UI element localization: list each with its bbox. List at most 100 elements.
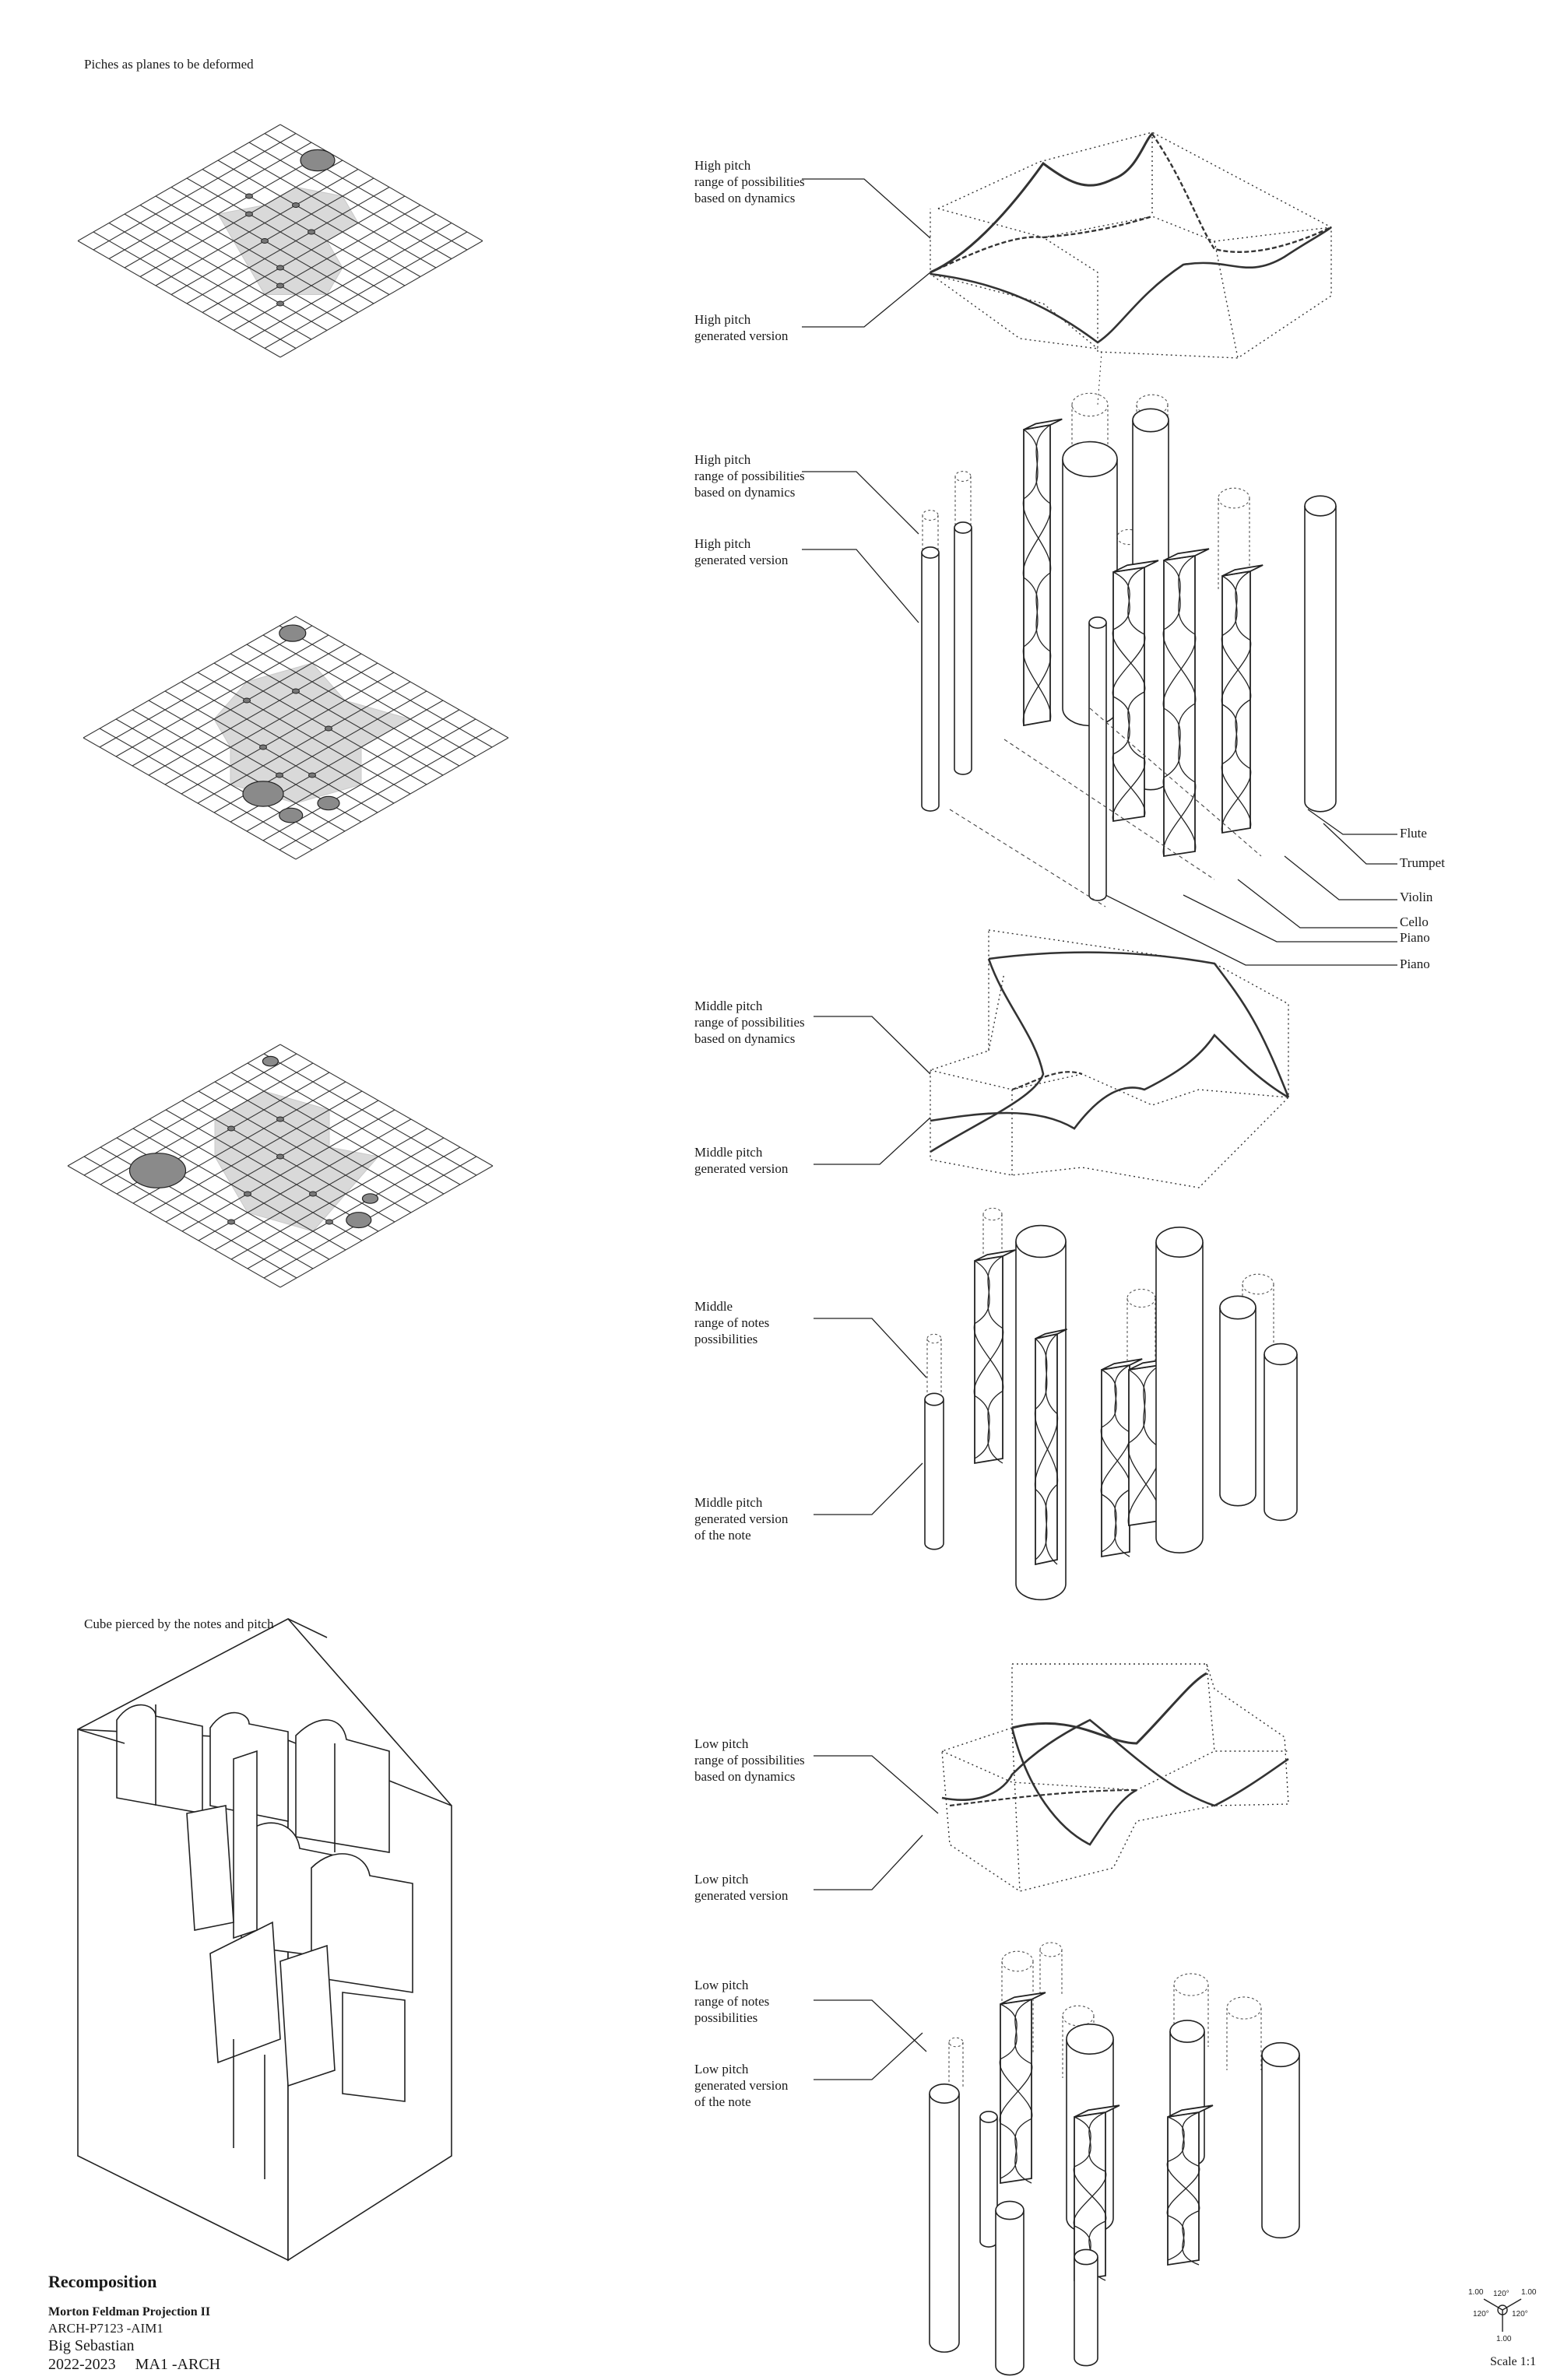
instrument-cello: Cello (1400, 914, 1429, 929)
low-pitch-surface (941, 1663, 1289, 1892)
note-dot (308, 772, 316, 778)
prism-twist (1162, 555, 1197, 852)
grid-line (202, 169, 406, 286)
projection-line (1089, 707, 1262, 857)
grid-line (165, 1109, 379, 1232)
cylinder-body (954, 528, 972, 775)
label-high-generated-2: High pitch generated version (694, 536, 789, 567)
cylinder-top (1155, 1227, 1204, 1258)
cylinder-top (1088, 616, 1107, 629)
grid-line (233, 151, 437, 269)
prism-twist (1022, 429, 1052, 726)
grid-line (164, 690, 378, 813)
twisted-prism-column (1162, 548, 1210, 858)
prism-top (1167, 2104, 1214, 2118)
outline-top (1062, 2005, 1095, 2027)
outline-top (1001, 1950, 1034, 1972)
twisted-prism-column (1022, 418, 1063, 727)
outline-sides (926, 1339, 942, 1393)
cylinder-top (1219, 1295, 1256, 1320)
possibility-outline (926, 1333, 942, 1393)
note-dot (227, 1219, 235, 1225)
note-circle (128, 1153, 187, 1188)
outline-top (1218, 487, 1250, 509)
prism-twist (1127, 1364, 1162, 1522)
prism-twist (973, 1255, 1004, 1459)
isometric-grids (67, 124, 509, 1288)
grid-line (230, 653, 444, 776)
label-low-notes-range: Low pitch range of notes possibilities (694, 1978, 770, 2025)
isometric-grid-0 (77, 124, 483, 358)
leader-lines (802, 178, 1397, 2080)
cylinder-top (1066, 2024, 1114, 2055)
outline-top (948, 2037, 964, 2048)
note-dot (227, 1125, 235, 1132)
cylinder-column (1304, 495, 1337, 813)
grid-line (247, 1062, 461, 1185)
cylinder-body (924, 1399, 944, 1550)
grid-line (67, 1044, 281, 1167)
cylinder-column (1261, 2041, 1300, 2239)
cylinder-column (979, 2111, 998, 2248)
cylinder-column (924, 1392, 944, 1550)
cylinder-body (929, 2094, 960, 2353)
note-dot (276, 772, 283, 778)
cylinder-top (1169, 2020, 1205, 2043)
grid-line (186, 187, 390, 304)
cylinder-column (1264, 1343, 1298, 1522)
grid-line (108, 142, 312, 259)
label-middle-generated: Middle pitch generated version (694, 1145, 789, 1176)
cylinder-top (1074, 2248, 1098, 2266)
note-dot (276, 283, 284, 289)
grid-line (279, 728, 493, 851)
note-dot (276, 1116, 284, 1122)
author-name: Big Sebastian (48, 2337, 135, 2354)
prism-top (1163, 548, 1210, 561)
outline-top (982, 1207, 1003, 1221)
label-middle-range: Middle pitch range of possibilities base… (694, 999, 805, 1046)
project-title: Recomposition (48, 2272, 157, 2291)
note-dot (261, 238, 269, 244)
prism-twist (1034, 1333, 1059, 1560)
grid-line (83, 616, 297, 739)
prism-top (1000, 1992, 1046, 2005)
grid-line (230, 1072, 445, 1195)
note-dot (245, 211, 253, 217)
grid-line (264, 231, 468, 349)
grid-line (132, 1128, 346, 1251)
note-circle (279, 807, 304, 823)
grid-line (181, 1100, 395, 1223)
grid-line (233, 213, 437, 331)
year: 2022-2023 (48, 2356, 116, 2373)
twisted-prism-column (1166, 2104, 1214, 2266)
cylinder-column (1088, 616, 1107, 901)
note-circle (346, 1212, 372, 1229)
grid-line (214, 1081, 428, 1204)
grid-line (246, 644, 460, 767)
note-circle (300, 149, 336, 172)
grid-line (132, 709, 346, 832)
year-program: 2022-2023 MA1 -ARCH (48, 2355, 220, 2374)
label-middle-notes-range: Middle range of notes possibilities (694, 1299, 770, 1346)
pierced-cube (77, 1617, 452, 2262)
grid-line (263, 1053, 477, 1176)
grid-line (217, 205, 421, 322)
cylinder-body (979, 2117, 998, 2248)
grid-line (279, 240, 483, 358)
cylinder-top (954, 521, 972, 534)
project-subtitle: Morton Feldman Projection II (48, 2305, 211, 2319)
note-dot (259, 744, 267, 750)
scale-value-2: 120° (1493, 2290, 1510, 2298)
grid-line (93, 231, 297, 349)
grid-line (217, 160, 421, 277)
note-circle (242, 781, 284, 807)
prism-twist (1112, 571, 1146, 822)
outline-sides (954, 476, 972, 554)
grid-line (230, 1137, 445, 1260)
grid-line (99, 728, 313, 851)
label-high-range: High pitch range of possibilities based … (694, 158, 805, 205)
twisted-prism-column (1100, 1358, 1143, 1558)
title-block: Recomposition Morton Feldman Projection … (48, 2271, 220, 2374)
outline-top (1173, 1973, 1209, 1996)
note-dot (244, 1191, 251, 1197)
